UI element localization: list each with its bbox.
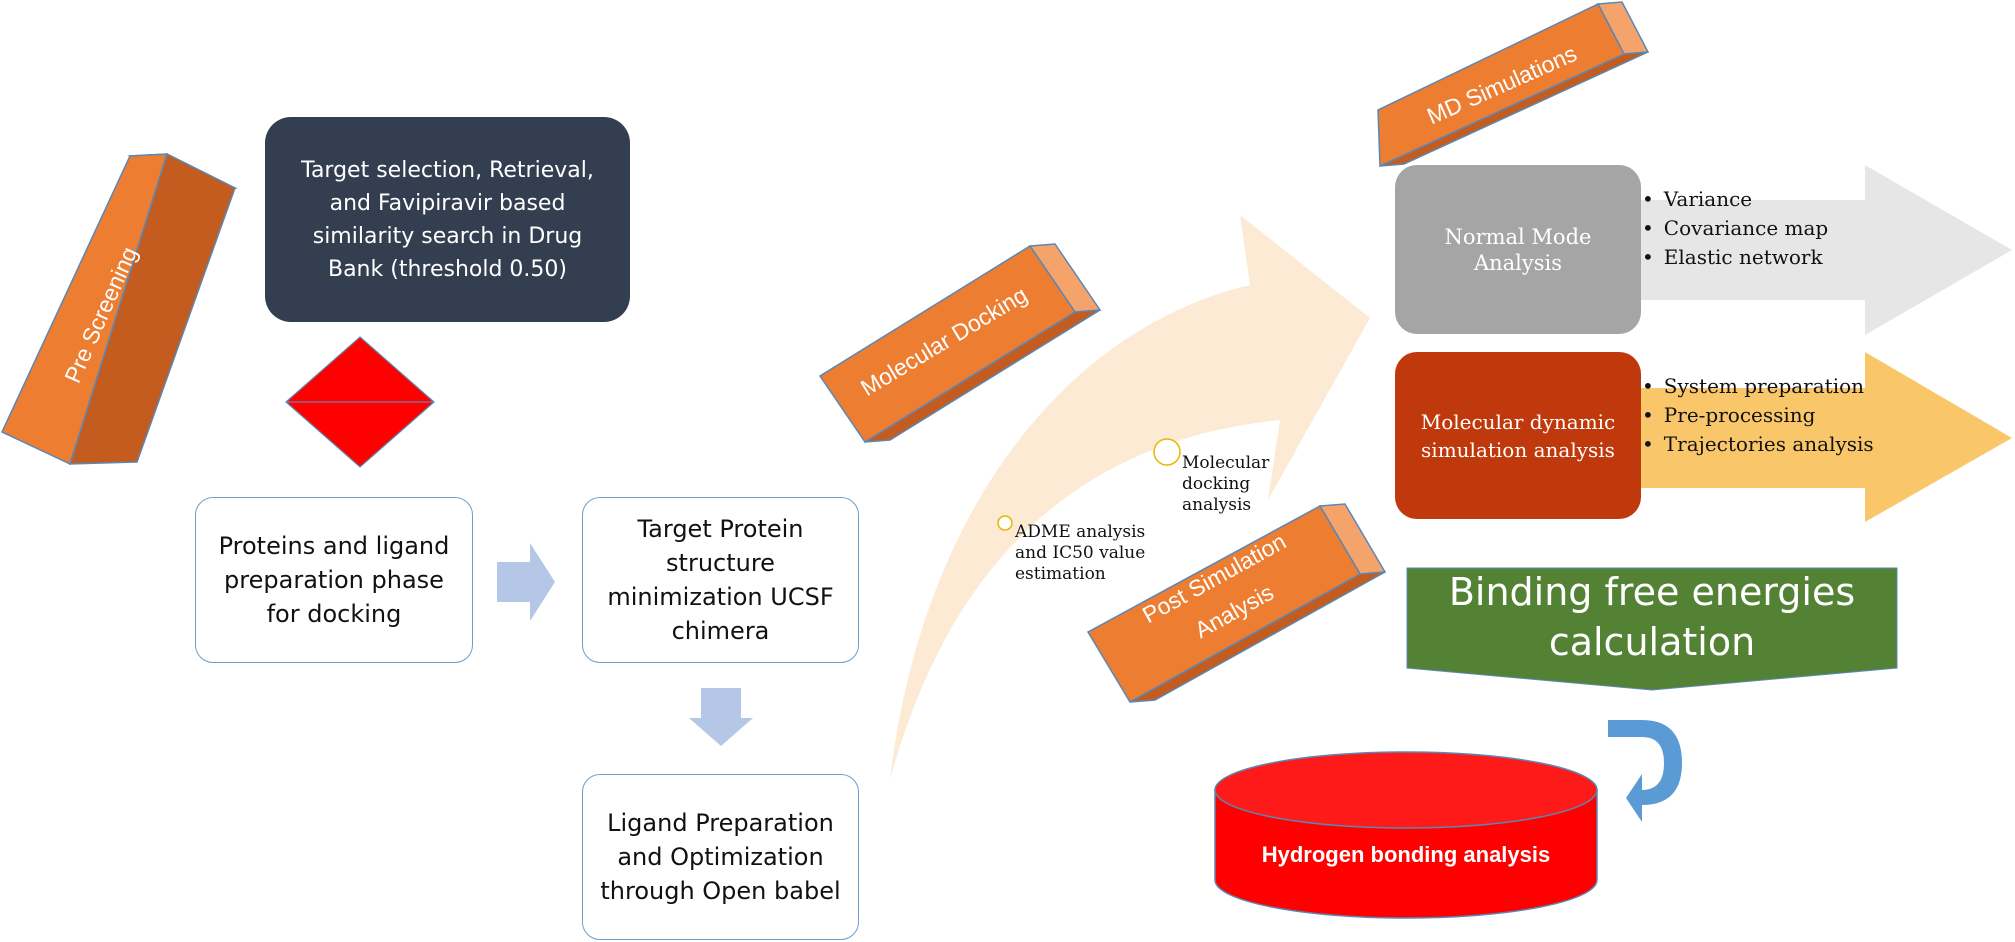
nma-item: Covariance map <box>1642 214 1828 243</box>
adme-marker <box>997 515 1013 531</box>
pre-screening-bar: Pre Screening <box>1 152 238 466</box>
target-minimization-text: Target Protein structure minimization UC… <box>607 515 834 645</box>
binding-free-energy-line-2: calculation <box>1548 620 1756 664</box>
mdsa-item: System preparation <box>1642 372 1874 401</box>
decision-diamond <box>285 336 435 468</box>
nma-title: Normal Mode Analysis <box>1444 224 1592 275</box>
protein-ligand-prep-text: Proteins and ligand preparation phase fo… <box>218 532 450 628</box>
u-turn-arrow <box>1608 720 1682 822</box>
ligand-prep-box: Ligand Preparation and Optimization thro… <box>582 774 859 940</box>
docking-analysis-annotation: Molecular docking analysis <box>1182 453 1270 515</box>
nma-item: Variance <box>1642 185 1828 214</box>
docking-analysis-marker <box>1153 438 1181 466</box>
mdsa-item: Pre-processing <box>1642 401 1874 430</box>
right-arrow <box>497 543 555 621</box>
target-selection-text: Target selection, Retrieval, and Favipir… <box>301 157 594 282</box>
molecular-docking-bar: Molecular Docking <box>818 243 1102 444</box>
binding-free-energy-label: Binding free energies calculation <box>1407 567 1897 667</box>
target-selection-box: Target selection, Retrieval, and Favipir… <box>265 117 630 322</box>
mdsa-list: System preparation Pre-processing Trajec… <box>1642 372 1874 459</box>
hydrogen-bonding-cylinder <box>1214 751 1598 919</box>
progress-curve-arrow <box>890 215 1370 780</box>
hydrogen-bonding-label: Hydrogen bonding analysis <box>1261 842 1551 867</box>
nma-box: Normal Mode Analysis <box>1395 165 1641 334</box>
md-simulations-bar: MD Simulations <box>1377 1 1650 168</box>
mdsa-box: Molecular dynamic simulation analysis <box>1395 352 1641 519</box>
nma-list: Variance Covariance map Elastic network <box>1642 185 1828 272</box>
binding-free-energy-banner <box>1406 567 1898 691</box>
mdsa-title: Molecular dynamic simulation analysis <box>1420 409 1616 462</box>
target-minimization-box: Target Protein structure minimization UC… <box>582 497 859 663</box>
ligand-prep-text: Ligand Preparation and Optimization thro… <box>600 809 841 905</box>
mdsa-item: Trajectories analysis <box>1642 430 1874 459</box>
down-arrow <box>689 688 753 746</box>
adme-annotation: ADME analysis and IC50 value estimation <box>1015 522 1146 584</box>
binding-free-energy-line-1: Binding free energies <box>1448 570 1856 614</box>
nma-item: Elastic network <box>1642 243 1828 272</box>
protein-ligand-prep-box: Proteins and ligand preparation phase fo… <box>195 497 473 663</box>
